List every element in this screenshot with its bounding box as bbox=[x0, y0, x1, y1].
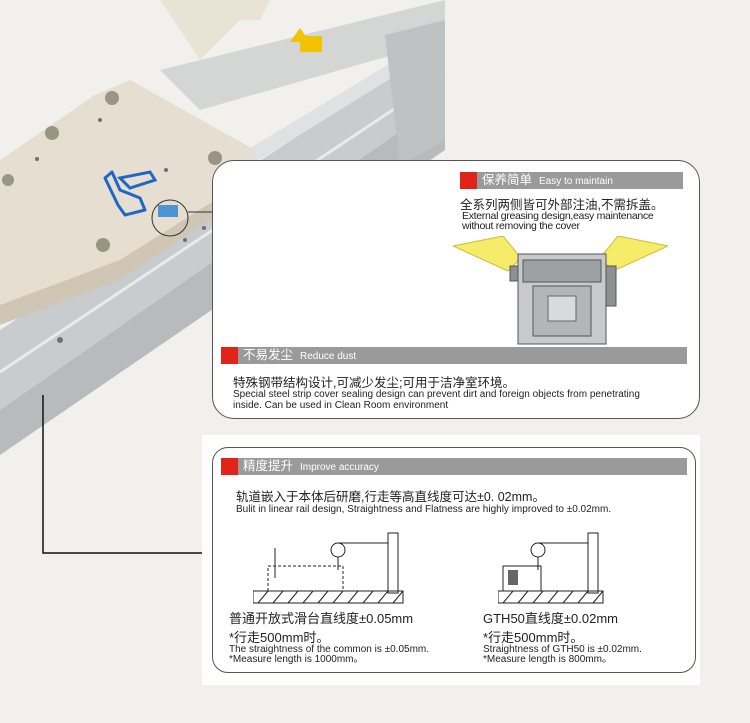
maintain-desc-en-1: External greasing design,easy maintenanc… bbox=[462, 210, 654, 222]
accuracy-desc-en: Bulit in linear rail design, Straightnes… bbox=[236, 504, 612, 515]
maintain-desc-en-2: without removing the cover bbox=[462, 220, 580, 232]
maintain-title-zh: 保养简单 bbox=[482, 173, 533, 187]
dust-title-en: Reduce dust bbox=[299, 351, 357, 362]
accuracy-title-zh: 精度提升 bbox=[243, 459, 294, 473]
red-marker-icon bbox=[221, 458, 238, 475]
accuracy-desc-zh: 轨道嵌入于本体后研磨,行走等高直线度可达±0. 02mm。 bbox=[236, 490, 545, 504]
accuracy-title-en: Improve accuracy bbox=[299, 462, 379, 473]
red-marker-icon bbox=[221, 347, 238, 364]
common-measure-length-en: *Measure length is 1000mm。 bbox=[229, 654, 364, 665]
common-slide-measurement-drawing bbox=[253, 532, 404, 604]
maintain-title-en: Easy to maintain bbox=[538, 176, 613, 187]
gth50-straightness-zh: GTH50直线度±0.02mm bbox=[483, 611, 618, 626]
callout-easy-maintain: 保养简单 Easy to maintain 全系列两侧皆可外部注油,不需拆盖。 … bbox=[212, 160, 700, 419]
section-header-dust: 不易发尘 Reduce dust bbox=[221, 347, 687, 364]
common-straightness-zh: 普通开放式滑台直线度±0.05mm bbox=[229, 611, 414, 626]
gth50-measure-length-en: *Measure length is 800mm。 bbox=[483, 654, 612, 665]
callout-improve-accuracy: 精度提升 Improve accuracy 轨道嵌入于本体后研磨,行走等高直线度… bbox=[212, 447, 696, 673]
dust-title-zh: 不易发尘 bbox=[243, 348, 294, 362]
module-cross-section-drawing bbox=[453, 236, 668, 345]
section-header-maintain: 保养简单 Easy to maintain bbox=[460, 172, 683, 189]
red-marker-icon bbox=[460, 172, 477, 189]
common-straightness-en: The straightness of the common is ±0.05m… bbox=[229, 644, 430, 655]
common-travel-zh: *行走500mm时。 bbox=[229, 630, 330, 645]
dust-desc-zh: 特殊钢带结构设计,可减少发尘;可用于洁净室环境。 bbox=[233, 376, 515, 390]
section-header-accuracy: 精度提升 Improve accuracy bbox=[221, 458, 687, 475]
gth50-measurement-drawing bbox=[498, 532, 604, 604]
dust-desc-en-1: Special steel strip cover sealing design… bbox=[233, 389, 640, 400]
dust-desc-en-2: inside. Can be used in Clean Room enviro… bbox=[233, 400, 449, 411]
gth50-straightness-en: Straightness of GTH50 is ±0.02mm. bbox=[483, 644, 642, 655]
gth50-travel-zh: *行走500mm时。 bbox=[483, 630, 584, 645]
maintain-desc-zh: 全系列两侧皆可外部注油,不需拆盖。 bbox=[460, 198, 664, 212]
